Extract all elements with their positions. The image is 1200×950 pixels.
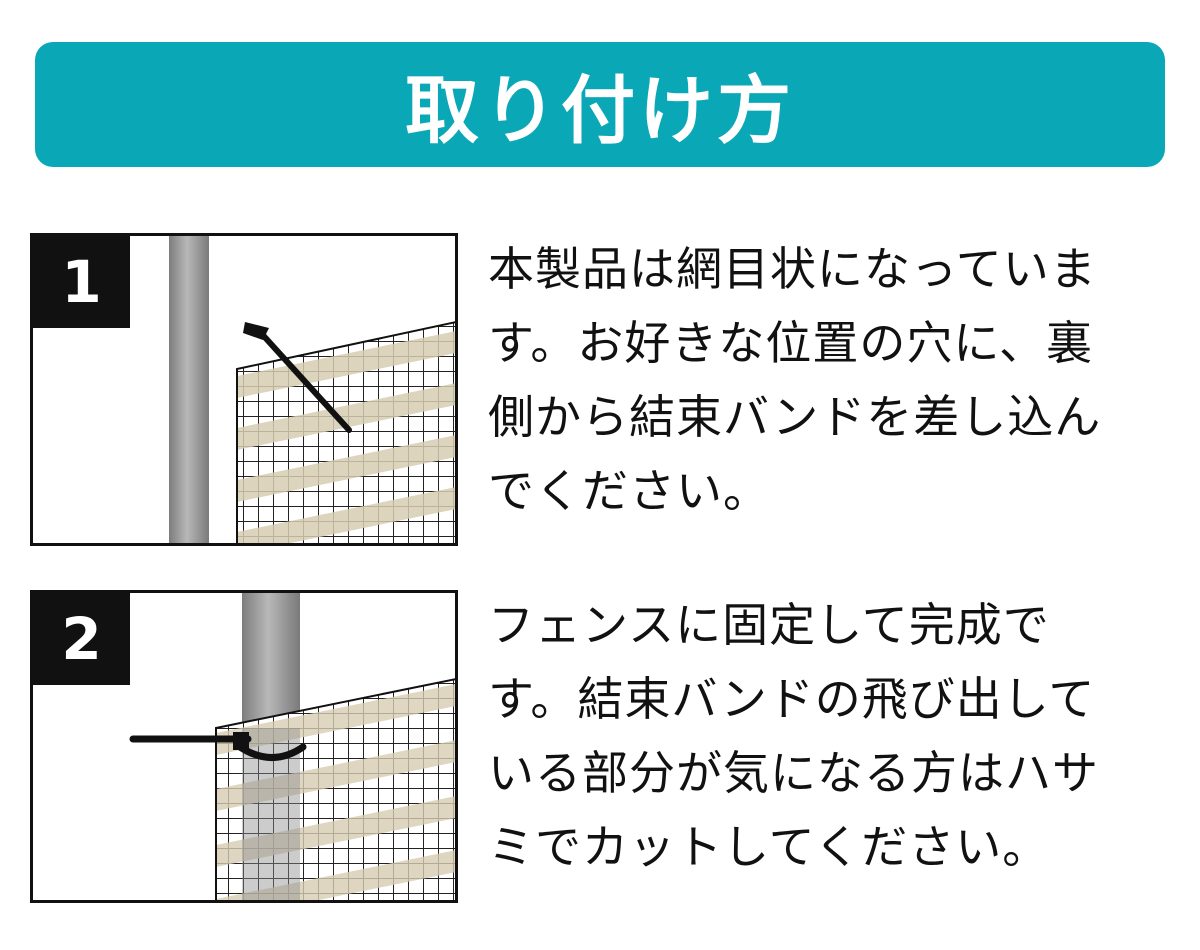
step-2-number: 2 (33, 593, 130, 685)
step-2-line-2: す。結束バンドの飛び出して (488, 672, 1096, 726)
fence-mesh-illustration-2 (129, 593, 455, 900)
step-1-line-4: でください。 (488, 464, 770, 518)
fence-mesh-illustration-1 (169, 236, 455, 543)
step-2-line-3: いる部分が気になる方はハサ (488, 746, 1099, 800)
step-1-line-2: す。お好きな位置の穴に、裏 (488, 316, 1094, 370)
step-1-number: 1 (33, 236, 130, 328)
step-2-line-4: ミでカットしてください。 (488, 820, 1050, 874)
fence-pole (169, 236, 209, 543)
cable-tie (129, 732, 307, 761)
cable-tie (243, 322, 352, 433)
step-1-line-1: 本製品は網目状になっていま (488, 242, 1097, 296)
step-2-illustration: 2 (30, 590, 458, 903)
step-2-line-1: フェンスに固定して完成で (488, 598, 1050, 652)
step-2-text: フェンスに固定して完成で す。結束バンドの飛び出して いる部分が気になる方はハサ… (488, 588, 1178, 884)
step-1-line-3: 側から結束バンドを差し込ん (488, 390, 1102, 444)
page-title: 取り付け方 (405, 68, 795, 154)
title-banner: 取り付け方 (35, 42, 1165, 167)
step-1-text: 本製品は網目状になっていま す。お好きな位置の穴に、裏 側から結束バンドを差し込… (488, 232, 1178, 528)
step-1-illustration: 1 (30, 233, 458, 546)
